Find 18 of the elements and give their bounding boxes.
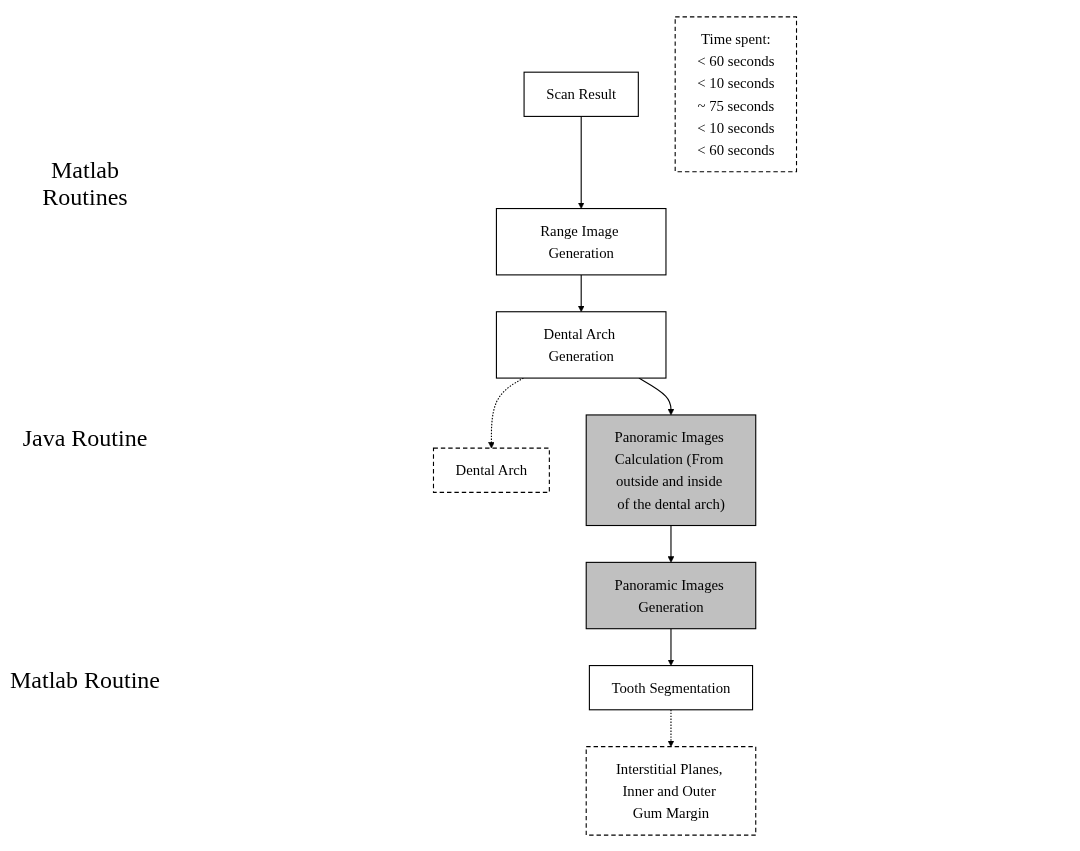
node-box: Time spent: < 60 seconds < 10 seconds ~ 75 seconds < 10 seconds < 60 seconds: [674, 15, 798, 172]
node-box: Panoramic Images Generation: [585, 561, 757, 629]
arrow: [577, 115, 585, 209]
arrow: [667, 627, 675, 666]
arrow: [638, 377, 675, 415]
group-label: Matlab Routine: [10, 666, 160, 694]
node-box: Tooth Segmentation: [588, 664, 754, 710]
node-box: Dental Arch: [432, 447, 550, 493]
arrow: [667, 524, 675, 563]
node-box: Interstitial Planes, Inner and Outer Gum Margin: [585, 745, 757, 836]
arrow: [577, 273, 585, 312]
node-box: Panoramic Images Calculation (From outside and inside of the dental arch): [585, 413, 757, 526]
group-label: Matlab Routines: [41, 157, 129, 212]
node-box: Range Image Generation: [495, 207, 667, 275]
node-box: Scan Result: [523, 71, 639, 117]
node-box: Dental Arch Generation: [495, 310, 667, 379]
arrow: [667, 708, 675, 747]
group-label: Java Routine: [21, 425, 149, 453]
